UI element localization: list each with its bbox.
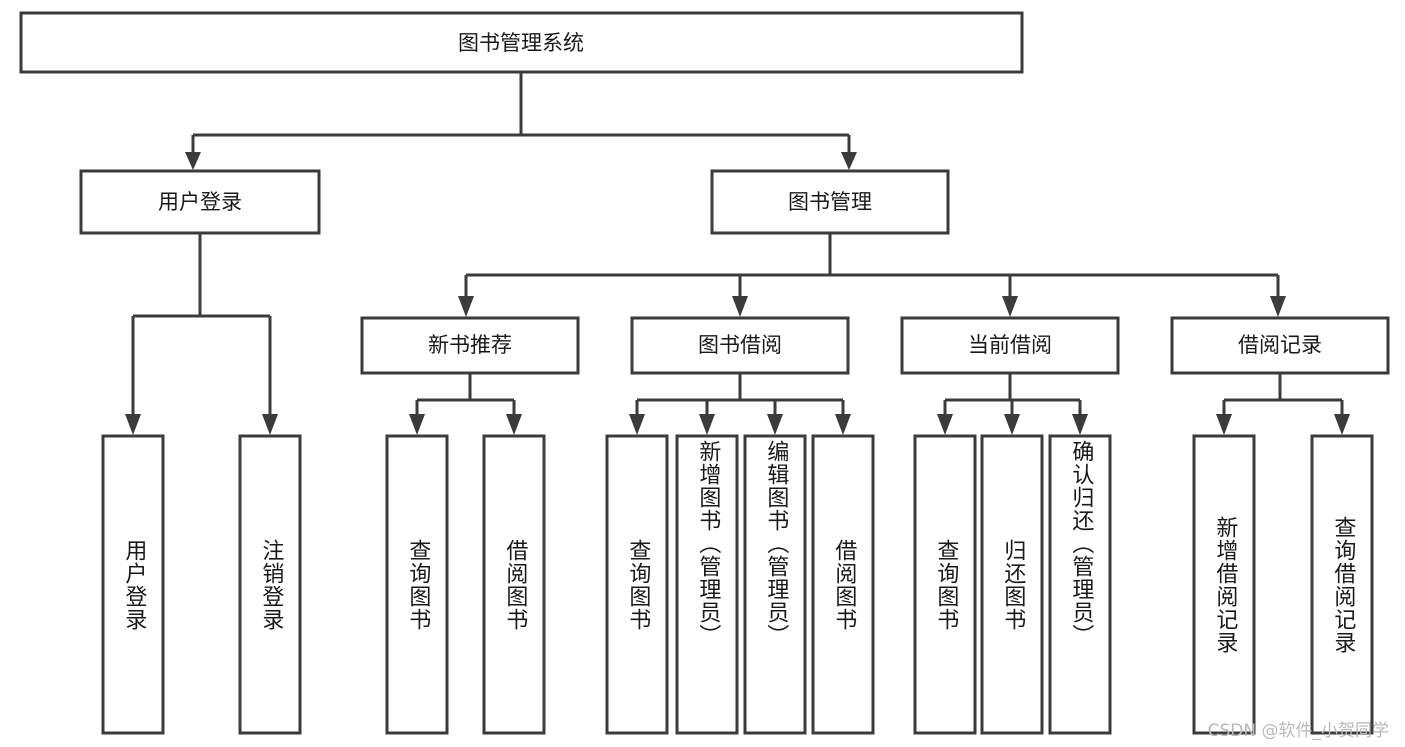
node-current-borrow-label: 当前借阅 <box>968 333 1052 357</box>
arrow-to-leaf-add-record <box>1216 414 1232 435</box>
arrow-to-new-book-recommend <box>458 296 474 317</box>
node-leaf-edit-book[interactable] <box>743 434 807 735</box>
connector-new-book-recommend-to-leaves <box>415 373 516 418</box>
node-leaf-borrow-book-1[interactable] <box>482 434 546 735</box>
arrow-to-book-borrow <box>732 296 748 317</box>
arrow-to-book-management <box>841 152 857 170</box>
node-leaf-user-login[interactable] <box>101 434 165 735</box>
node-user-login-label: 用户登录 <box>158 190 242 214</box>
node-borrow-record[interactable]: 借阅记录 <box>1170 316 1390 375</box>
arrow-to-leaf-user-login <box>125 414 141 435</box>
node-leaf-add-book[interactable] <box>675 434 739 735</box>
node-book-management-label: 图书管理 <box>788 190 872 214</box>
node-leaf-confirm-return[interactable] <box>1048 434 1112 735</box>
arrow-to-borrow-record <box>1270 296 1286 317</box>
connector-current-borrow-to-leaves <box>943 373 1082 418</box>
arrow-to-leaf-borrow-book-1 <box>506 414 522 435</box>
node-current-borrow[interactable]: 当前借阅 <box>900 316 1120 375</box>
connector-book-borrow-to-leaves <box>635 373 845 418</box>
connector-borrow-record-to-leaves <box>1222 373 1344 418</box>
node-borrow-record-label: 借阅记录 <box>1238 333 1322 357</box>
arrow-to-leaf-edit-book <box>767 414 783 435</box>
node-root-label: 图书管理系统 <box>458 31 584 55</box>
connector-root-to-level2 <box>191 72 851 155</box>
arrow-to-leaf-confirm-return <box>1072 414 1088 435</box>
node-root[interactable]: 图书管理系统 <box>19 11 1024 74</box>
node-book-borrow-label: 图书借阅 <box>698 333 782 357</box>
connector-user-login-to-leaves <box>131 233 272 418</box>
arrow-to-leaf-add-book <box>699 414 715 435</box>
csdn-watermark: CSDN @软件_小贺同学 <box>1207 721 1389 741</box>
arrow-to-user-login <box>185 152 201 170</box>
node-book-management[interactable]: 图书管理 <box>710 169 950 235</box>
node-leaf-query-book-2[interactable] <box>605 434 669 735</box>
node-new-book-recommend-label: 新书推荐 <box>428 333 512 357</box>
node-leaf-query-book-1[interactable] <box>385 434 449 735</box>
node-leaf-query-record[interactable] <box>1310 434 1374 735</box>
node-new-book-recommend[interactable]: 新书推荐 <box>360 316 580 375</box>
arrow-to-leaf-query-record <box>1334 414 1350 435</box>
arrow-to-leaf-query-book-3 <box>937 414 953 435</box>
arrow-to-leaf-borrow-book-2 <box>835 414 851 435</box>
node-leaf-add-record[interactable] <box>1192 434 1256 735</box>
arrow-to-leaf-query-book-2 <box>629 414 645 435</box>
node-book-borrow[interactable]: 图书借阅 <box>630 316 850 375</box>
arrow-to-leaf-query-book-1 <box>409 414 425 435</box>
arrow-to-leaf-logout <box>262 414 278 435</box>
connector-book-management-to-level3 <box>464 233 1280 300</box>
node-leaf-borrow-book-2[interactable] <box>811 434 875 735</box>
node-leaf-logout[interactable] <box>238 434 302 735</box>
node-leaf-return-book[interactable] <box>980 434 1044 735</box>
node-user-login[interactable]: 用户登录 <box>79 169 321 235</box>
arrow-to-leaf-return-book <box>1004 414 1020 435</box>
node-leaf-query-book-3[interactable] <box>913 434 977 735</box>
arrow-to-current-borrow <box>1002 296 1018 317</box>
